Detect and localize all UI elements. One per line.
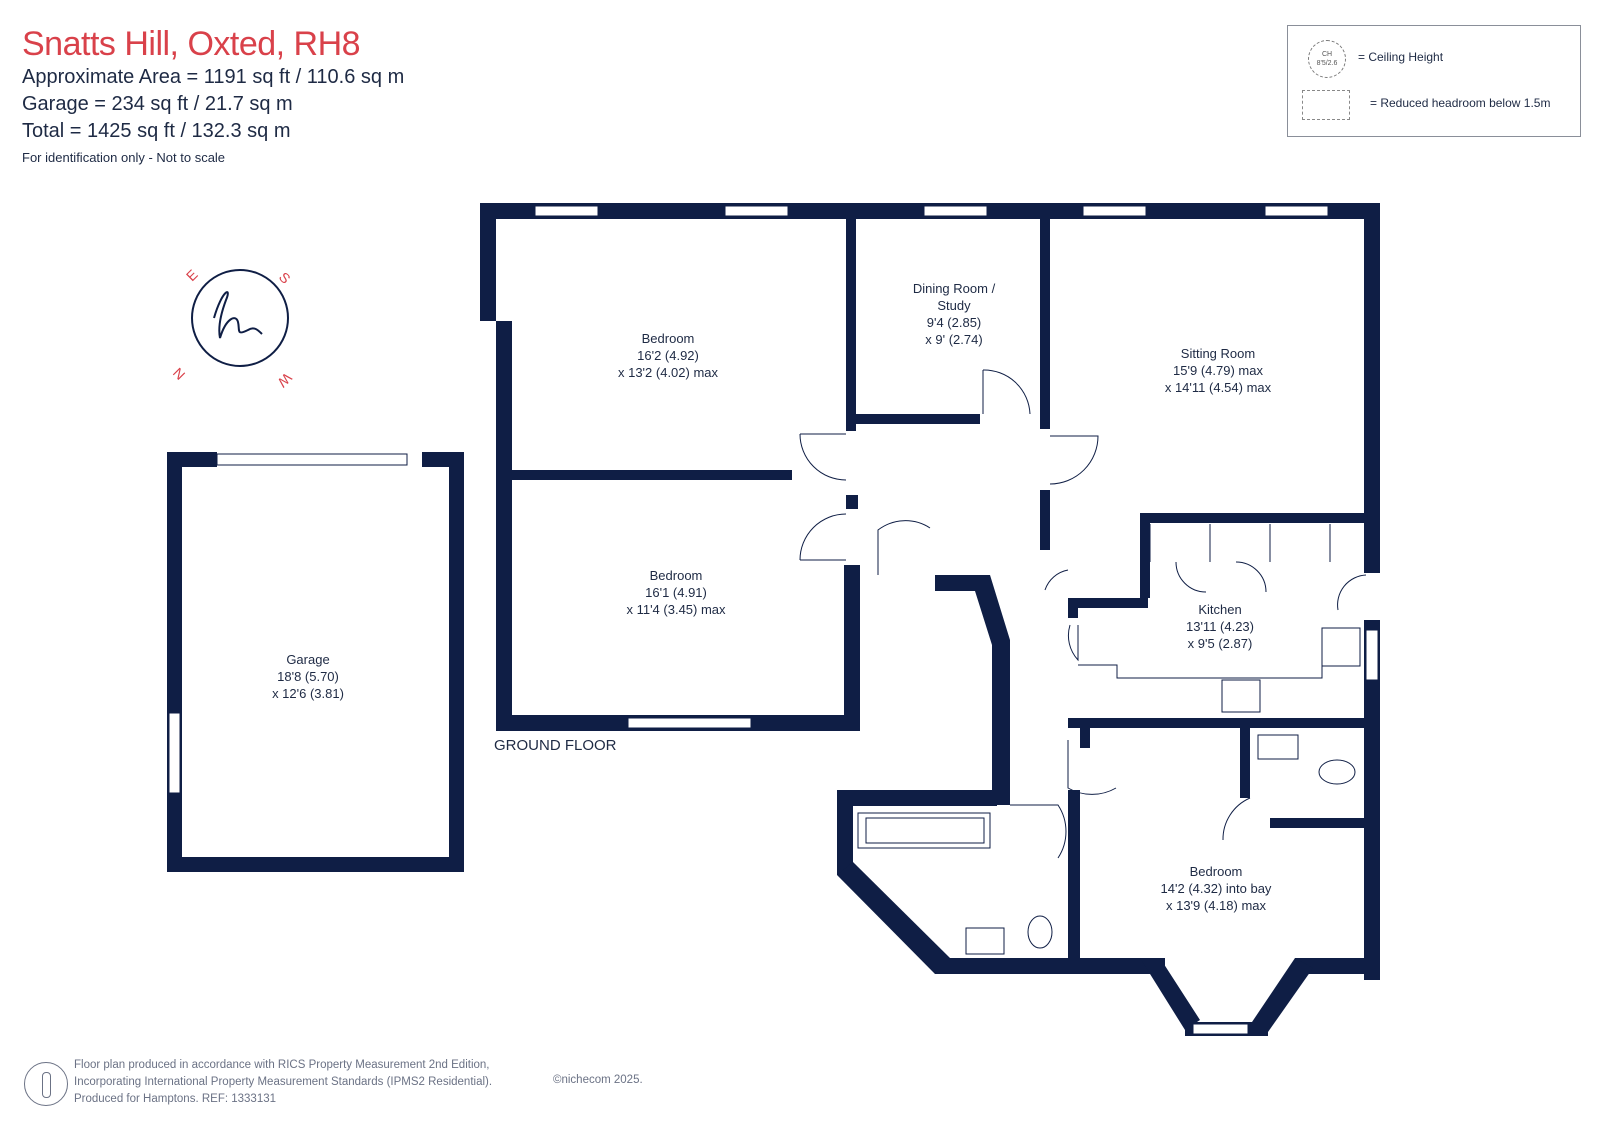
compass-icon: E S N W — [170, 266, 296, 391]
sitting-dim2: x 14'11 (4.54) max — [1165, 380, 1272, 395]
hob-icon — [1221, 679, 1261, 713]
bedroom3-dim2: x 13'9 (4.18) max — [1166, 898, 1267, 913]
dining-name2: Study — [937, 298, 971, 313]
room-labels: Bedroom 16'2 (4.92) x 13'2 (4.02) max Di… — [272, 281, 1272, 913]
ch-value: 8'5/2.6 — [1316, 60, 1338, 67]
info-person-icon — [24, 1062, 68, 1106]
footer-line2: Incorporating International Property Mea… — [74, 1076, 493, 1088]
legend-box: CH 8'5/2.6 = Ceiling Height = Reduced he… — [1287, 25, 1581, 137]
bedroom2-name: Bedroom — [650, 568, 703, 583]
bedroom2-dim1: 16'1 (4.91) — [645, 585, 707, 600]
disclaimer-note: For identification only - Not to scale — [22, 150, 226, 165]
bedroom1-name: Bedroom — [642, 331, 695, 346]
reduced-headroom-icon — [1302, 90, 1350, 120]
garage-dim2: x 12'6 (3.81) — [272, 686, 344, 701]
floor-label: GROUND FLOOR — [494, 737, 617, 754]
sitting-name: Sitting Room — [1181, 346, 1255, 361]
property-title: Snatts Hill, Oxted, RH8 — [22, 25, 361, 63]
garage-dim1: 18'8 (5.70) — [277, 669, 339, 684]
bedroom1-dim2: x 13'2 (4.02) max — [618, 365, 719, 380]
compass-s: S — [276, 269, 294, 287]
compass-w: W — [274, 370, 295, 391]
dining-dim1: 9'4 (2.85) — [927, 315, 982, 330]
dining-name1: Dining Room / — [913, 281, 996, 296]
footer-line1: Floor plan produced in accordance with R… — [74, 1059, 490, 1071]
kitchen-dim2: x 9'5 (2.87) — [1188, 636, 1253, 651]
toilet-icon-ensuite — [1318, 759, 1356, 785]
bedroom2-dim2: x 11'4 (3.45) max — [626, 602, 726, 617]
total-area: Total = 1425 sq ft / 132.3 sq m — [22, 120, 291, 142]
header: Snatts Hill, Oxted, RH8 Approximate Area… — [22, 24, 404, 171]
copyright: ©nichecom 2025. — [553, 1074, 643, 1086]
footer-line3: Produced for Hamptons. REF: 1333131 — [74, 1093, 277, 1105]
ch-abbrev: CH — [1321, 51, 1333, 58]
reduced-headroom-label: = Reduced headroom below 1.5m — [1370, 96, 1551, 110]
footer-text: Floor plan produced in accordance with R… — [74, 1057, 492, 1108]
bedroom3-name: Bedroom — [1190, 864, 1243, 879]
garage-window — [168, 712, 181, 794]
garage-door — [216, 453, 408, 466]
fixtures — [857, 524, 1361, 955]
door-swings — [799, 369, 1367, 859]
windows — [534, 205, 1379, 1035]
compass-e: E — [183, 266, 201, 284]
garage-area: Garage = 234 sq ft / 21.7 sq m — [22, 93, 293, 115]
ceiling-height-label: = Ceiling Height — [1358, 50, 1444, 64]
basin-icon-ensuite — [1257, 734, 1299, 760]
sitting-dim1: 15'9 (4.79) max — [1173, 363, 1263, 378]
garage-name: Garage — [286, 652, 329, 667]
bedroom3-dim1: 14'2 (4.32) into bay — [1161, 881, 1272, 896]
approximate-area: Approximate Area = 1191 sq ft / 110.6 sq… — [22, 66, 405, 88]
ceiling-height-icon: CH 8'5/2.6 — [1308, 40, 1346, 78]
basin-icon — [965, 927, 1005, 955]
bedroom1-dim1: 16'2 (4.92) — [637, 348, 699, 363]
bath-icon — [857, 812, 991, 849]
dining-dim2: x 9' (2.74) — [925, 332, 982, 347]
compass-n: N — [170, 365, 188, 383]
kitchen-dim1: 13'11 (4.23) — [1186, 619, 1254, 634]
toilet-icon — [1027, 915, 1053, 949]
kitchen-name: Kitchen — [1198, 602, 1241, 617]
sink-icon — [1321, 627, 1361, 667]
